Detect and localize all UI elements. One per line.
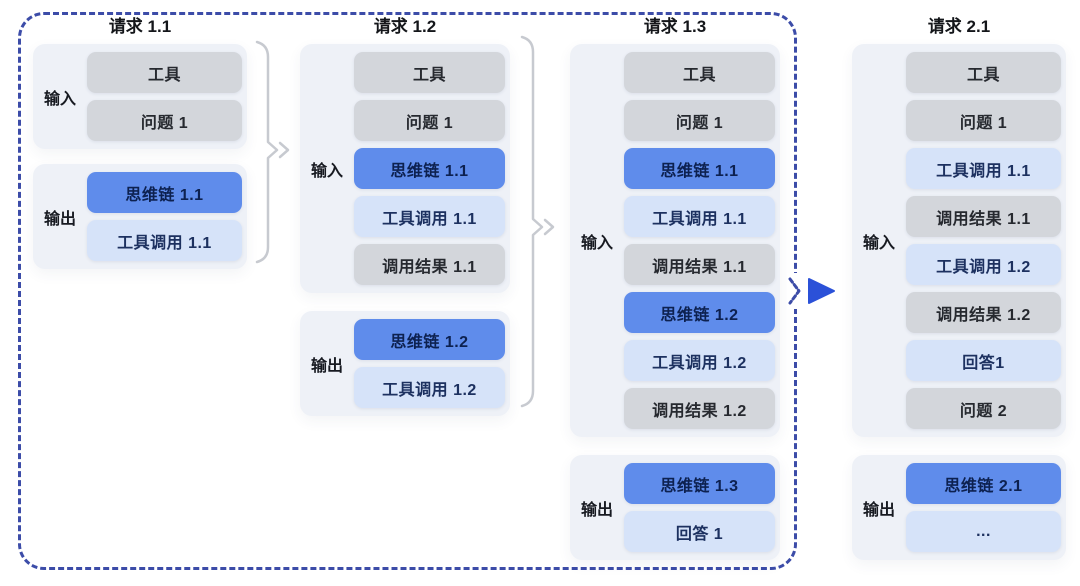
box-tool-call-1-1: 工具调用 1.1 bbox=[354, 196, 505, 237]
output-group: 输出 思维链 1.1 工具调用 1.1 bbox=[33, 164, 247, 269]
box-tool-call-1-1: 工具调用 1.1 bbox=[87, 220, 242, 261]
input-items: 工具 问题 1 思维链 1.1 工具调用 1.1 调用结果 1.1 思维链 1.… bbox=[624, 44, 780, 437]
box-question-1: 问题 1 bbox=[87, 100, 242, 141]
input-items: 工具 问题 1 bbox=[87, 44, 247, 149]
box-tools: 工具 bbox=[87, 52, 242, 93]
box-answer-1: 回答 1 bbox=[624, 511, 775, 552]
box-cot-1-2: 思维链 1.2 bbox=[624, 292, 775, 333]
input-label: 输入 bbox=[862, 234, 895, 252]
box-question-1: 问题 1 bbox=[906, 100, 1061, 141]
output-items: 思维链 1.2 工具调用 1.2 bbox=[354, 311, 510, 416]
box-cot-1-2: 思维链 1.2 bbox=[354, 319, 505, 360]
input-label: 输入 bbox=[580, 234, 613, 252]
box-question-1: 问题 1 bbox=[624, 100, 775, 141]
column-title: 请求 1.1 bbox=[108, 17, 172, 36]
box-tool-call-1-1: 工具调用 1.1 bbox=[906, 148, 1061, 189]
box-question-1: 问题 1 bbox=[354, 100, 505, 141]
input-group: 输入 工具 问题 1 工具调用 1.1 调用结果 1.1 工具调用 1.2 调用… bbox=[852, 44, 1066, 437]
input-group: 输入 工具 问题 1 bbox=[33, 44, 247, 149]
box-cot-1-3: 思维链 1.3 bbox=[624, 463, 775, 504]
box-tools: 工具 bbox=[906, 52, 1061, 93]
output-label: 输出 bbox=[862, 501, 895, 519]
box-call-result-1-1: 调用结果 1.1 bbox=[906, 196, 1061, 237]
output-items: 思维链 1.3 回答 1 bbox=[624, 455, 780, 560]
box-tools: 工具 bbox=[354, 52, 505, 93]
box-tool-call-1-2: 工具调用 1.2 bbox=[354, 367, 505, 408]
request-column-1-1: 请求 1.1 输入 工具 问题 1 输出 思维链 1.1 工具调用 1.1 bbox=[33, 16, 247, 269]
output-items: 思维链 2.1 ... bbox=[906, 455, 1066, 560]
input-items: 工具 问题 1 工具调用 1.1 调用结果 1.1 工具调用 1.2 调用结果 … bbox=[906, 44, 1066, 437]
column-title: 请求 2.1 bbox=[927, 17, 991, 36]
box-call-result-1-1: 调用结果 1.1 bbox=[354, 244, 505, 285]
request-column-1-3: 请求 1.3 输入 工具 问题 1 思维链 1.1 工具调用 1.1 调用结果 … bbox=[570, 16, 780, 560]
box-question-2: 问题 2 bbox=[906, 388, 1061, 429]
box-call-result-1-1: 调用结果 1.1 bbox=[624, 244, 775, 285]
box-cot-1-1: 思维链 1.1 bbox=[354, 148, 505, 189]
box-answer-1: 回答1 bbox=[906, 340, 1061, 381]
column-title: 请求 1.2 bbox=[373, 17, 437, 36]
box-ellipsis: ... bbox=[906, 511, 1061, 552]
output-label: 输出 bbox=[580, 501, 613, 519]
box-call-result-1-2: 调用结果 1.2 bbox=[906, 292, 1061, 333]
output-group: 输出 思维链 2.1 ... bbox=[852, 455, 1066, 560]
next-turn-arrow-icon bbox=[808, 278, 835, 304]
column-title: 请求 1.3 bbox=[643, 17, 707, 36]
request-column-1-2: 请求 1.2 输入 工具 问题 1 思维链 1.1 工具调用 1.1 调用结果 … bbox=[300, 16, 510, 416]
output-label: 输出 bbox=[43, 210, 76, 228]
box-call-result-1-2: 调用结果 1.2 bbox=[624, 388, 775, 429]
box-tool-call-1-1: 工具调用 1.1 bbox=[624, 196, 775, 237]
input-label: 输入 bbox=[43, 90, 76, 108]
output-group: 输出 思维链 1.2 工具调用 1.2 bbox=[300, 311, 510, 416]
box-tools: 工具 bbox=[624, 52, 775, 93]
box-cot-2-1: 思维链 2.1 bbox=[906, 463, 1061, 504]
box-tool-call-1-2: 工具调用 1.2 bbox=[624, 340, 775, 381]
input-group: 输入 工具 问题 1 思维链 1.1 工具调用 1.1 调用结果 1.1 bbox=[300, 44, 510, 293]
output-label: 输出 bbox=[310, 357, 343, 375]
input-label: 输入 bbox=[310, 162, 343, 180]
box-cot-1-1: 思维链 1.1 bbox=[624, 148, 775, 189]
request-column-2-1: 请求 2.1 输入 工具 问题 1 工具调用 1.1 调用结果 1.1 工具调用… bbox=[852, 16, 1066, 560]
box-tool-call-1-2: 工具调用 1.2 bbox=[906, 244, 1061, 285]
output-items: 思维链 1.1 工具调用 1.1 bbox=[87, 164, 247, 269]
input-items: 工具 问题 1 思维链 1.1 工具调用 1.1 调用结果 1.1 bbox=[354, 44, 510, 293]
output-group: 输出 思维链 1.3 回答 1 bbox=[570, 455, 780, 560]
input-group: 输入 工具 问题 1 思维链 1.1 工具调用 1.1 调用结果 1.1 思维链… bbox=[570, 44, 780, 437]
box-cot-1-1: 思维链 1.1 bbox=[87, 172, 242, 213]
